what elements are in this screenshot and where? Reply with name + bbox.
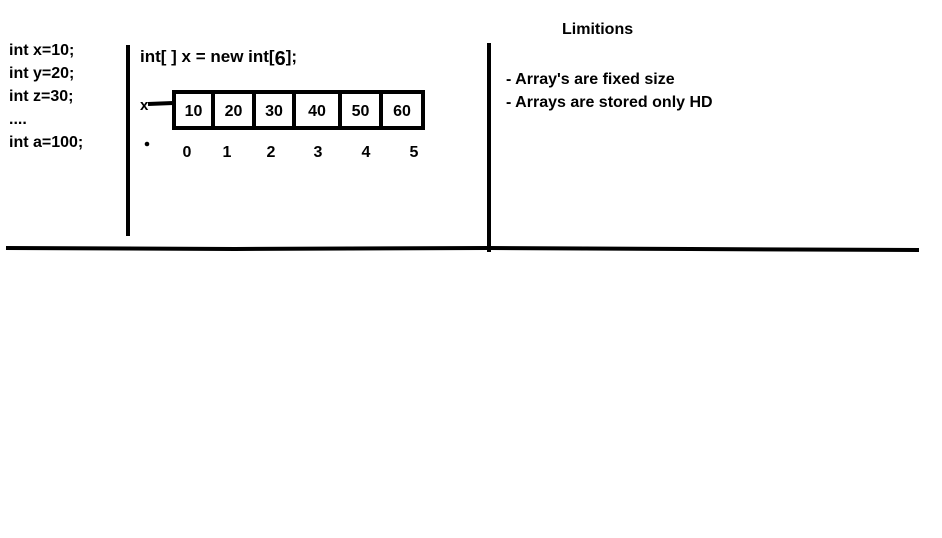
array-cell-value: 30 xyxy=(265,103,283,120)
pointer-arrow xyxy=(147,101,174,106)
variable-declarations: int x=10; int y=20; int z=30; .... int a… xyxy=(9,39,83,154)
array-box: 10 20 30 40 50 60 xyxy=(172,90,425,130)
array-cell-value: 40 xyxy=(308,103,326,120)
array-index-label: 2 xyxy=(267,144,276,161)
limitations-title: Limitions xyxy=(562,21,634,38)
variable-line: int a=100; xyxy=(9,134,84,151)
array-index-label: 3 xyxy=(314,144,323,161)
array-cell-value: 60 xyxy=(393,103,411,120)
variable-line: .... xyxy=(9,111,27,128)
array-cell-value: 10 xyxy=(185,103,203,120)
array-variable-label: x xyxy=(140,97,149,114)
array-index-label: 5 xyxy=(410,144,419,161)
declaration-suffix: ]; xyxy=(285,47,298,66)
variable-line: int z=30; xyxy=(9,88,74,105)
declaration-prefix: int[ ] x = new int[ xyxy=(140,47,275,66)
variable-line: int y=20; xyxy=(9,65,75,82)
declaration-size: 6 xyxy=(274,48,286,70)
dot-marker xyxy=(144,141,150,147)
note-line: - Arrays are stored only HD xyxy=(506,94,713,111)
array-index-label: 0 xyxy=(183,144,192,161)
array-index-label: 4 xyxy=(362,144,371,161)
array-cell-value: 50 xyxy=(352,103,370,120)
array-indices: 0 1 2 3 4 5 xyxy=(183,144,419,161)
variable-line: int x=10; xyxy=(9,42,75,59)
array-index-label: 1 xyxy=(223,144,232,161)
array-declaration: int[ ] x = new int[6]; xyxy=(140,45,298,70)
array-outline xyxy=(172,90,425,130)
note-line: - Array's are fixed size xyxy=(506,71,675,88)
limitations-notes: - Array's are fixed size - Arrays are st… xyxy=(506,68,713,114)
array-cell-value: 20 xyxy=(225,103,243,120)
horizontal-baseline xyxy=(5,245,920,252)
